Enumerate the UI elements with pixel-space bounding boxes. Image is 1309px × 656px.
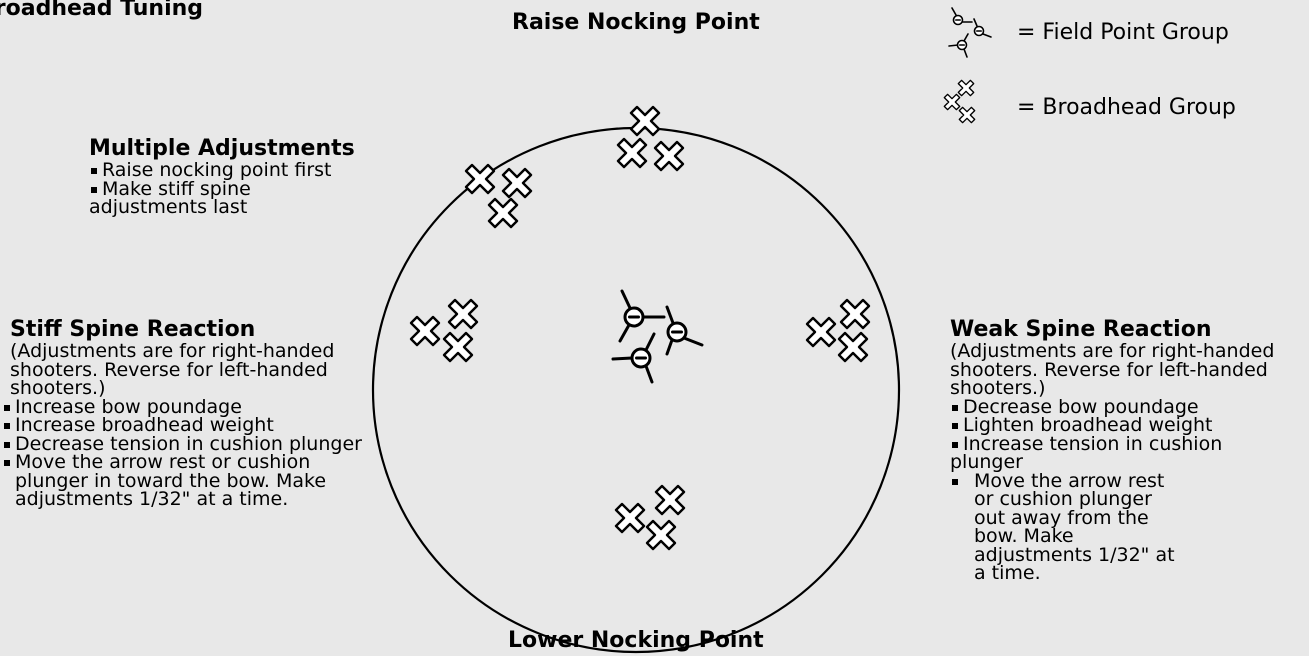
field-point-icon — [948, 7, 992, 58]
list-item: Make stiff spine — [89, 179, 404, 199]
stiff-spine-heading: Stiff Spine Reaction — [10, 317, 256, 342]
field-point-group — [611, 289, 704, 384]
multiple-adjustments-heading: Multiple Adjustments — [89, 136, 355, 161]
list-item: Raise nocking point first — [89, 161, 404, 180]
weak-spine-heading: Weak Spine Reaction — [950, 317, 1212, 342]
list-item: plunger — [950, 451, 1023, 473]
raise-nocking-point-label: Raise Nocking Point — [512, 10, 760, 35]
broadhead-group-upper-left — [464, 163, 533, 229]
legend-field-point-label: = Field Point Group — [1017, 20, 1229, 45]
broadhead-group-left — [409, 298, 479, 363]
target-circle — [371, 126, 901, 654]
lower-nocking-point-label: Lower Nocking Point — [508, 628, 764, 653]
list-item: Move the arrow rest or cushion plunger o… — [950, 471, 1189, 583]
multiple-adjustments-block: Multiple Adjustments Raise nocking point… — [89, 137, 404, 217]
broadhead-group-right — [805, 298, 871, 363]
broadhead-icon — [943, 79, 976, 124]
list-item: Decrease tension in cushion plunger — [2, 434, 372, 454]
broadhead-group-bottom — [614, 484, 686, 551]
stiff-spine-block: Stiff Spine Reaction (Adjustments are fo… — [4, 317, 372, 509]
list-item: adjustments last — [89, 196, 248, 218]
list-item: Increase broadhead weight — [2, 416, 372, 435]
weak-spine-note: (Adjustments are for right-handed shoote… — [950, 340, 1275, 399]
stiff-spine-note: (Adjustments are for right-handed shoote… — [10, 340, 335, 399]
list-item: Move the arrow rest or cushion plunger i… — [2, 453, 345, 509]
list-item: Lighten broadhead weight — [950, 416, 1305, 435]
weak-spine-block: Weak Spine Reaction (Adjustments are for… — [950, 318, 1305, 583]
broadhead-group-top — [616, 105, 685, 172]
list-item: Decrease bow poundage — [950, 397, 1305, 417]
list-item: Increase bow poundage — [2, 397, 372, 417]
legend-broadhead-label: = Broadhead Group — [1017, 95, 1236, 120]
page-title: Broadhead Tuning — [0, 0, 204, 21]
list-item: Increase tension in cushion — [950, 434, 1305, 454]
